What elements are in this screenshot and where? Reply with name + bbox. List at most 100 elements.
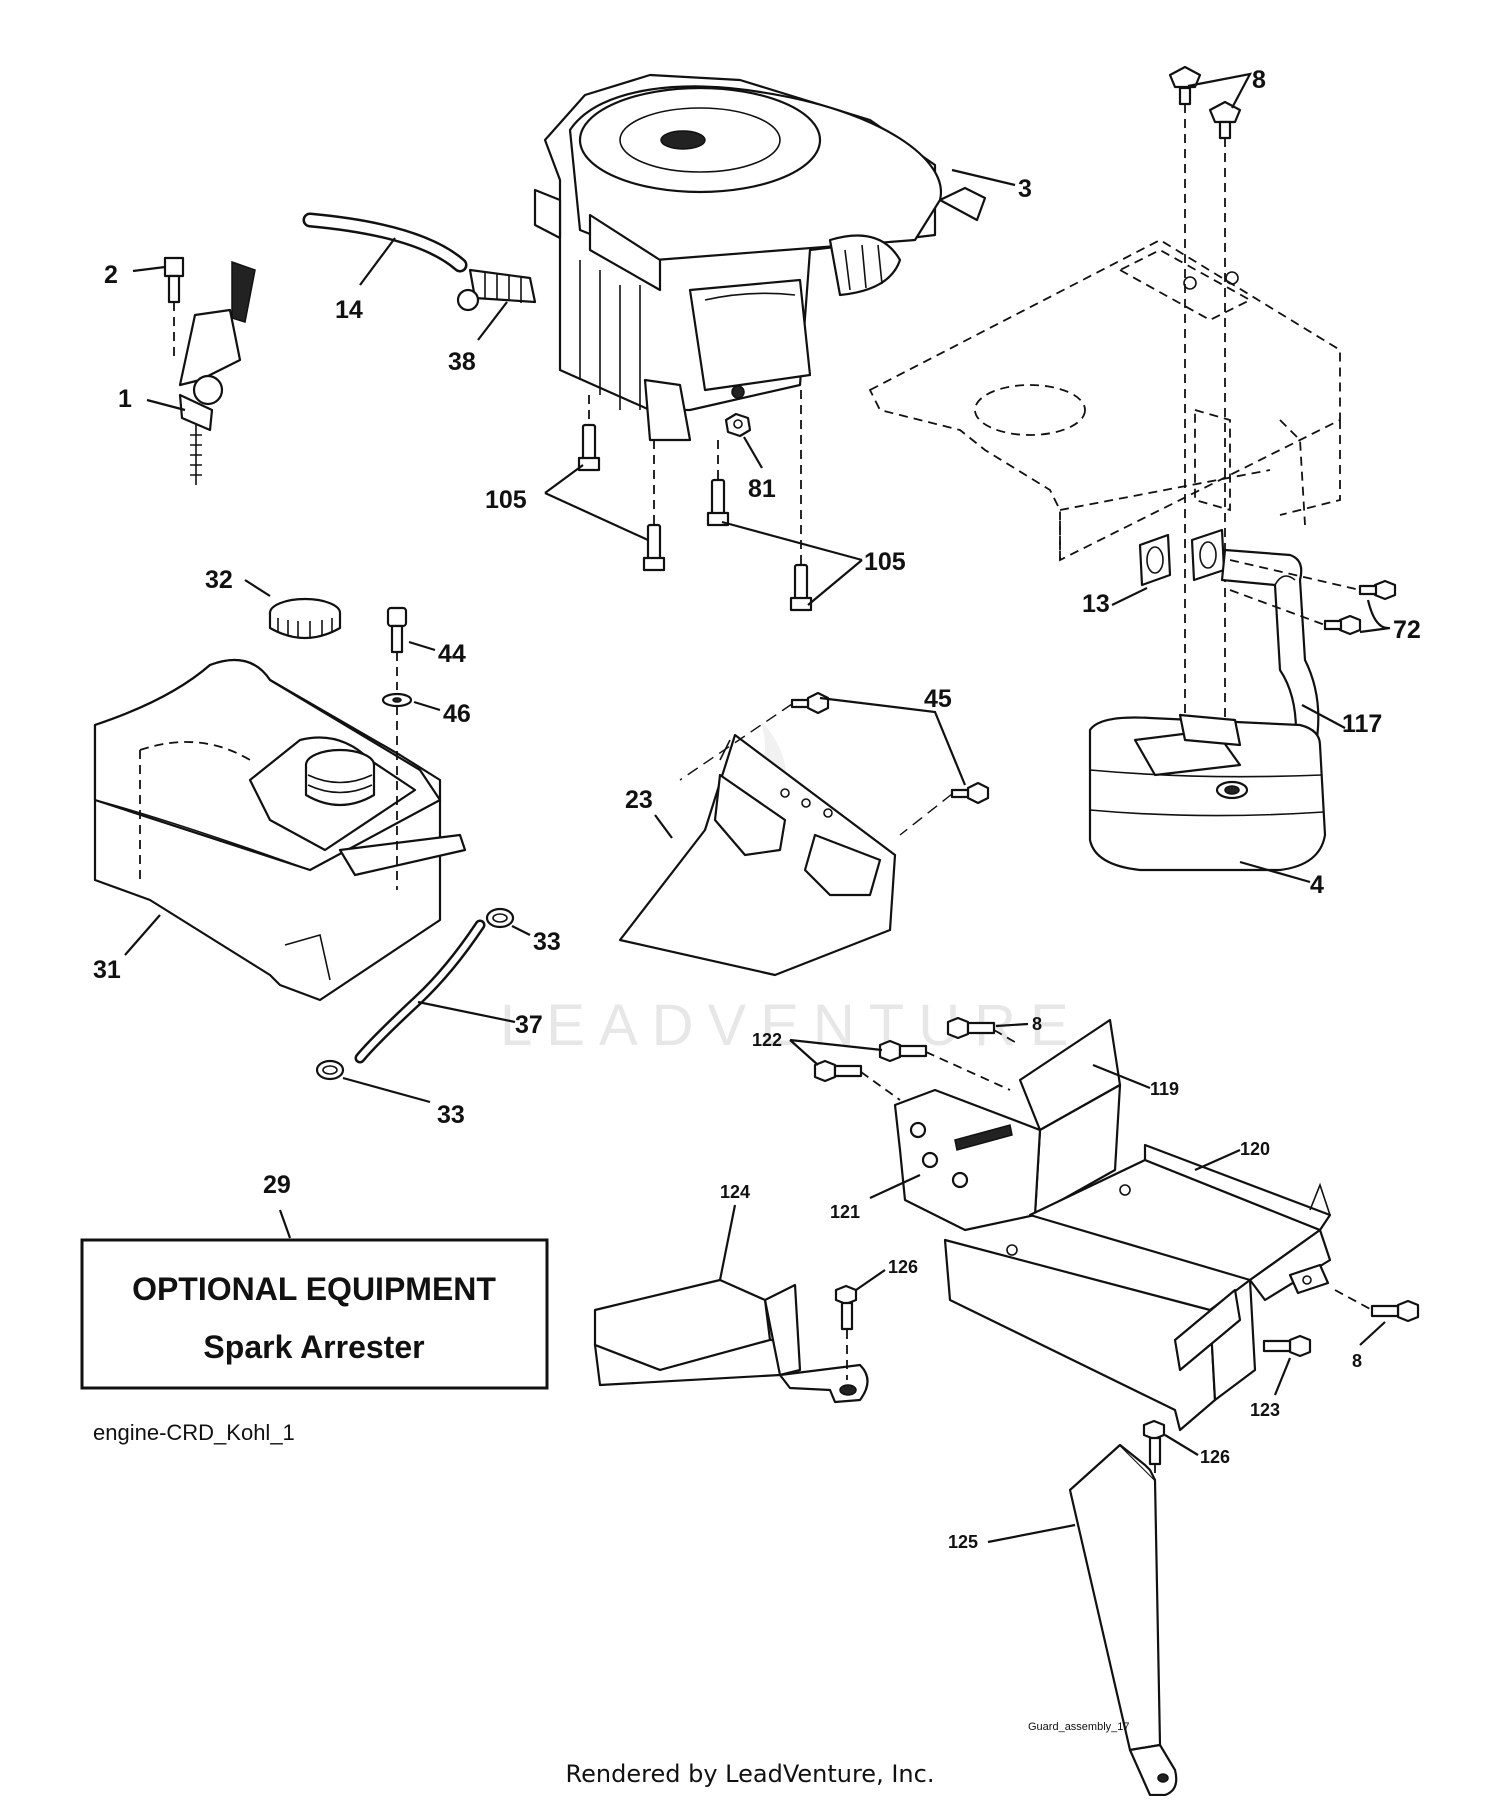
callout-81: 81	[748, 475, 776, 503]
clamp-part-33-top[interactable]	[485, 907, 515, 929]
guard-housing-front[interactable]	[943, 1238, 1330, 1432]
callout-14: 14	[335, 296, 363, 324]
leader-125	[987, 1523, 1076, 1544]
leader-38	[477, 301, 508, 341]
leader-33a	[511, 925, 531, 936]
frame-outline	[868, 238, 1341, 562]
screw-part-2[interactable]	[163, 256, 185, 304]
leader-126a	[855, 1269, 886, 1291]
bolt-45-guide-lines	[679, 703, 953, 836]
leader-29	[278, 1209, 292, 1239]
leader-1	[146, 398, 186, 412]
bolts-part-72[interactable]	[1323, 579, 1397, 636]
leader-2	[132, 265, 166, 273]
bolt-8-guide-lines	[1184, 104, 1226, 740]
clamp-part-33-bottom[interactable]	[315, 1059, 345, 1081]
leader-126b	[1164, 1434, 1199, 1456]
screw-part-126-top[interactable]	[834, 1284, 858, 1331]
leader-124	[718, 1204, 737, 1281]
callout-1: 1	[118, 385, 132, 413]
leader-31	[124, 914, 161, 956]
throttle-control-part-1[interactable]	[178, 260, 256, 485]
callout-32: 32	[205, 566, 233, 594]
callout-46: 46	[443, 700, 471, 728]
heat-shield-part-23[interactable]	[618, 733, 897, 977]
leader-4	[1239, 860, 1311, 884]
leader-8a	[1187, 72, 1253, 109]
callout-8c: 8	[1352, 1351, 1362, 1371]
callout-117: 117	[1342, 710, 1382, 738]
callout-29: 29	[263, 1171, 291, 1199]
callout-2: 2	[104, 261, 118, 289]
callout-33a: 33	[533, 928, 561, 956]
deflector-part-124[interactable]	[593, 1278, 869, 1404]
bolt-part-123[interactable]	[1262, 1334, 1312, 1358]
callout-44: 44	[438, 640, 466, 668]
callout-121: 121	[830, 1202, 860, 1222]
fuel-cap-part-32[interactable]	[268, 597, 342, 639]
leader-8b	[995, 1022, 1029, 1028]
callout-125: 125	[948, 1532, 978, 1552]
leader-122	[789, 1038, 883, 1066]
callout-122: 122	[752, 1030, 782, 1050]
leader-117	[1301, 704, 1346, 729]
bolts-part-122[interactable]	[813, 1039, 928, 1083]
callout-126b: 126	[1200, 1447, 1230, 1467]
callout-31: 31	[93, 956, 121, 984]
leader-105a	[544, 464, 649, 542]
chute-part-125[interactable]	[1068, 1443, 1178, 1797]
callout-23: 23	[625, 786, 653, 814]
guard-part-120[interactable]	[1028, 1143, 1332, 1302]
leader-13	[1111, 587, 1148, 606]
callout-8b: 8	[1032, 1014, 1042, 1034]
leader-45	[819, 696, 967, 786]
fuel-line-part-14[interactable]	[302, 212, 468, 273]
fitting-part-38[interactable]	[456, 268, 537, 312]
spark-arrester-label: Spark Arrester	[203, 1329, 424, 1365]
bolts-part-45[interactable]	[790, 691, 990, 805]
bolt-72-guide-lines	[1229, 559, 1361, 626]
leader-72	[1359, 599, 1391, 634]
callout-33b: 33	[437, 1101, 465, 1129]
optional-equipment-box: OPTIONAL EQUIPMENT Spark Arrester	[80, 1238, 549, 1390]
callout-8a: 8	[1252, 66, 1266, 94]
fuel-tank-part-31[interactable]	[93, 658, 467, 1002]
engine-part-3[interactable]	[533, 73, 987, 442]
bolt-122-guide-lines	[860, 1051, 1011, 1101]
nut-part-81[interactable]	[724, 412, 752, 438]
watermark-text: LEADVENTURE	[500, 993, 1083, 1058]
screw-part-126-bottom[interactable]	[1142, 1419, 1166, 1466]
leader-120	[1194, 1148, 1241, 1172]
leader-32	[244, 579, 271, 597]
bolt-8-side-guide	[1334, 1289, 1373, 1311]
callout-13: 13	[1082, 590, 1110, 618]
bolt-part-8-guard[interactable]	[946, 1016, 996, 1040]
callout-124: 124	[720, 1182, 750, 1202]
bracket-part-121[interactable]	[893, 1088, 1042, 1232]
callout-4: 4	[1310, 871, 1324, 899]
leader-33b	[342, 1076, 431, 1104]
exhaust-pipe-part-117[interactable]	[1220, 548, 1320, 752]
washer-part-46[interactable]	[381, 692, 413, 708]
bolt-part-44[interactable]	[386, 606, 408, 654]
guard-diagram-code: Guard_assembly_17	[1028, 1721, 1130, 1733]
gaskets-part-13[interactable]	[1138, 528, 1226, 587]
fuel-hose-part-37[interactable]	[354, 919, 486, 1064]
callout-45: 45	[924, 685, 952, 713]
callout-3: 3	[1018, 175, 1032, 203]
callout-105a: 105	[485, 486, 527, 514]
leader-105b	[721, 520, 863, 606]
leader-121	[869, 1174, 921, 1199]
footer-credit: Rendered by LeadVenture, Inc.	[566, 1760, 935, 1788]
leader-81	[743, 436, 763, 469]
leader-23	[654, 814, 673, 839]
muffler-part-4[interactable]	[1088, 713, 1327, 872]
leader-14	[359, 237, 396, 286]
engine-bolts-part-105[interactable]	[577, 423, 813, 612]
leader-3	[951, 168, 1016, 187]
bolt-part-8-side[interactable]	[1370, 1299, 1420, 1323]
bolt-guide-lines	[588, 390, 802, 565]
callout-119: 119	[1150, 1079, 1179, 1099]
callout-72: 72	[1393, 616, 1421, 644]
